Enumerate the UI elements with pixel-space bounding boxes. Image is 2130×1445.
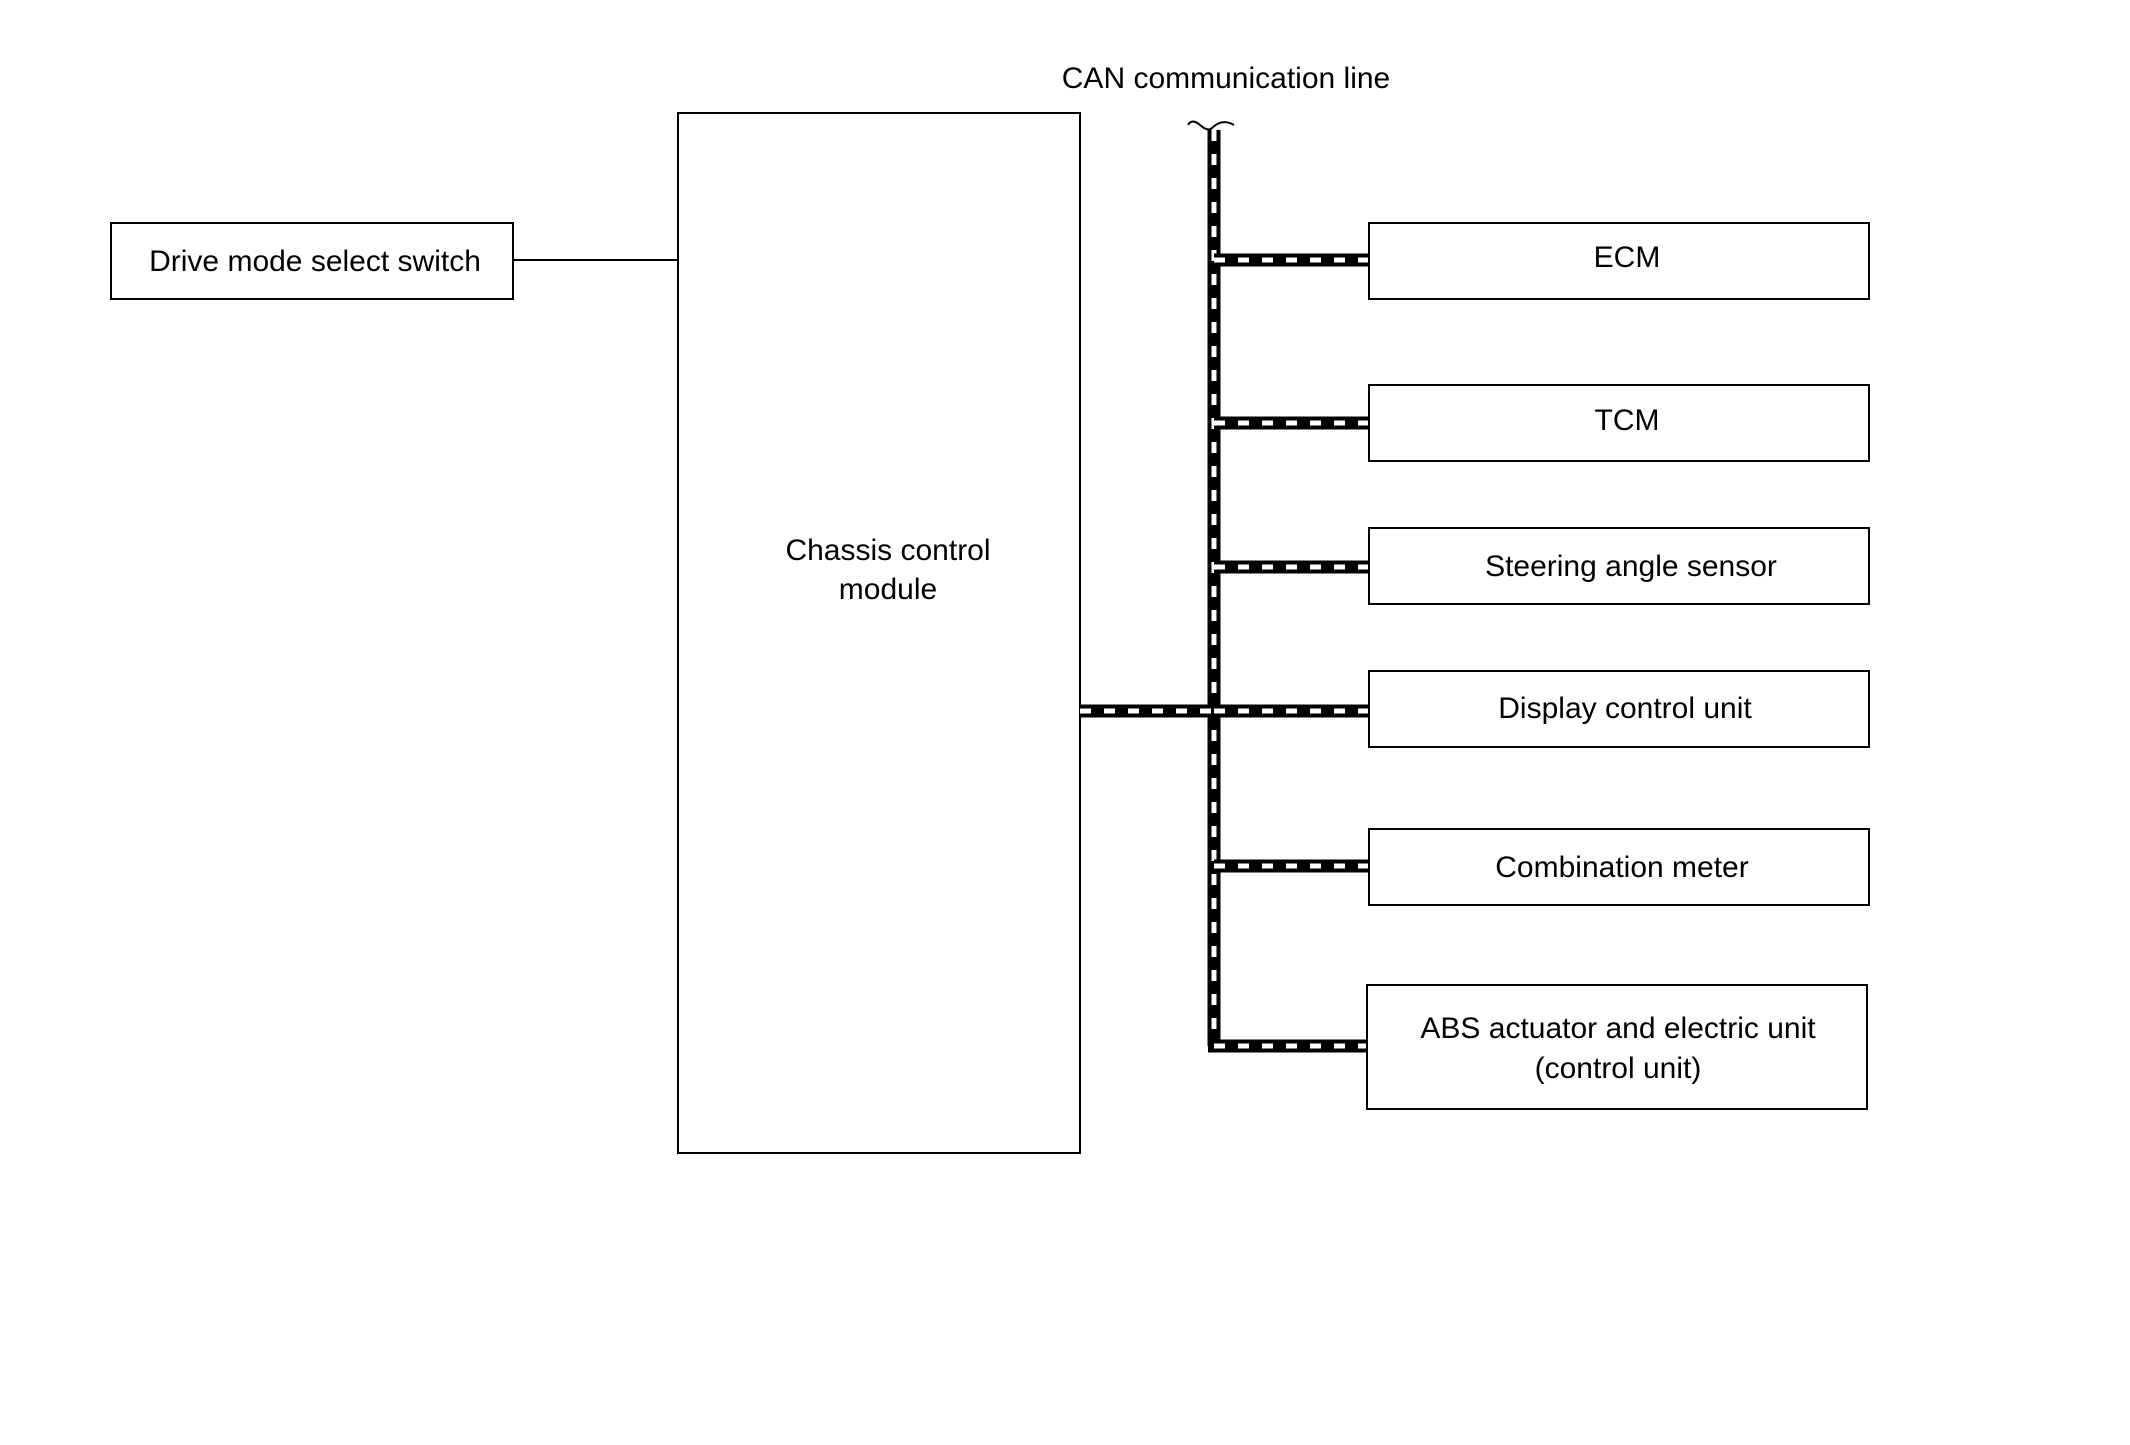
steering-angle-sensor-box: Steering angle sensor bbox=[1368, 527, 1870, 605]
ecm-box: ECM bbox=[1368, 222, 1870, 300]
abs-label-line2: (control unit) bbox=[1535, 1052, 1702, 1085]
bus-end-bracket bbox=[1187, 120, 1235, 131]
tcm-box: TCM bbox=[1368, 384, 1870, 462]
module-label-line1: Chassis control bbox=[785, 534, 990, 567]
module-label-line2: module bbox=[839, 573, 937, 606]
abs-control-unit-box: ABS actuator and electric unit (control … bbox=[1366, 984, 1868, 1110]
chassis-control-module-box: Chassis control module bbox=[677, 112, 1081, 1154]
abs-label-line1: ABS actuator and electric unit bbox=[1420, 1012, 1816, 1045]
can-line-label: CAN communication line bbox=[1062, 62, 1390, 95]
combination-meter-label: Combination meter bbox=[1495, 851, 1748, 884]
display-control-unit-box: Display control unit bbox=[1368, 670, 1870, 748]
display-control-unit-label: Display control unit bbox=[1498, 692, 1752, 725]
drive-mode-switch-box: Drive mode select switch bbox=[110, 222, 514, 300]
steering-angle-sensor-label: Steering angle sensor bbox=[1485, 550, 1777, 583]
combination-meter-box: Combination meter bbox=[1368, 828, 1870, 906]
can-bus bbox=[1080, 130, 1369, 1053]
drive-mode-switch-label: Drive mode select switch bbox=[149, 245, 481, 278]
ecm-label: ECM bbox=[1594, 241, 1661, 274]
tcm-label: TCM bbox=[1595, 404, 1660, 437]
